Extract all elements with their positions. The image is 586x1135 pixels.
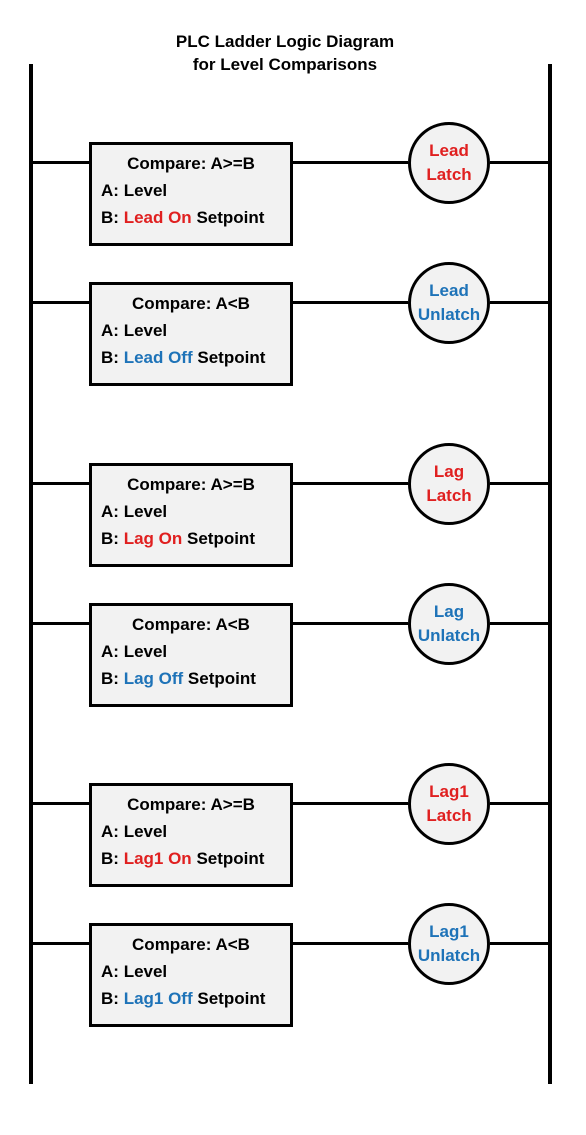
- operand-a-label: A:: [101, 181, 119, 200]
- operand-b-label: B:: [101, 669, 119, 688]
- operand-a: A: Level: [101, 502, 167, 522]
- operand-b-setpoint-name: Lag On: [123, 529, 183, 548]
- rung-wire-left: [33, 802, 89, 805]
- rung-wire-left: [33, 622, 89, 625]
- operand-b: B: Lead On Setpoint: [101, 208, 264, 228]
- coil-label-line-2: Latch: [426, 165, 472, 184]
- coil-label-line-1: Lag1: [429, 782, 469, 801]
- operand-b: B: Lead Off Setpoint: [101, 348, 265, 368]
- coil-label-line-1: Lag: [433, 462, 465, 481]
- compare-operation: Compare: A>=B: [127, 154, 255, 173]
- operand-b-setpoint-name: Lead Off: [123, 348, 193, 367]
- operand-b: B: Lag1 On Setpoint: [101, 849, 264, 869]
- operand-a-label: A:: [101, 321, 119, 340]
- operand-b-suffix: Setpoint: [196, 849, 265, 868]
- operand-b-label: B:: [101, 348, 119, 367]
- rung-wire-right: [490, 942, 548, 945]
- rung-wire-left: [33, 161, 89, 164]
- operand-a-value: Level: [123, 962, 168, 981]
- coil-label-line-2: Unlatch: [417, 946, 481, 965]
- operand-a-label: A:: [101, 822, 119, 841]
- operand-a-label: A:: [101, 642, 119, 661]
- rung-wire-middle: [293, 301, 408, 304]
- rung-wire-middle: [293, 482, 408, 485]
- diagram-title: PLC Ladder Logic Diagram for Level Compa…: [0, 30, 570, 76]
- coil-label-line-2: Unlatch: [417, 626, 481, 645]
- coil-label-line-2: Unlatch: [417, 305, 481, 324]
- operand-b-suffix: Setpoint: [197, 348, 266, 367]
- operand-a: A: Level: [101, 962, 167, 982]
- operand-b-label: B:: [101, 849, 119, 868]
- operand-b-suffix: Setpoint: [197, 989, 266, 1008]
- rung-wire-left: [33, 301, 89, 304]
- operand-b-setpoint-name: Lag1 Off: [123, 989, 193, 1008]
- coil-label-line-1: Lead: [429, 281, 469, 300]
- operand-a: A: Level: [101, 181, 167, 201]
- coil-label-line-1: Lag: [433, 602, 465, 621]
- rung-wire-middle: [293, 802, 408, 805]
- operand-b-label: B:: [101, 989, 119, 1008]
- left-power-rail: [29, 64, 33, 1084]
- coil-label-line-1: Lead: [429, 141, 469, 160]
- rung-wire-right: [490, 622, 548, 625]
- compare-operation: Compare: A>=B: [127, 795, 255, 814]
- operand-a: A: Level: [101, 642, 167, 662]
- operand-b-setpoint-name: Lead On: [123, 208, 192, 227]
- operand-a-value: Level: [123, 502, 168, 521]
- operand-b: B: Lag Off Setpoint: [101, 669, 256, 689]
- rung-wire-right: [490, 482, 548, 485]
- operand-b-suffix: Setpoint: [196, 208, 265, 227]
- operand-a: A: Level: [101, 822, 167, 842]
- operand-a-value: Level: [123, 642, 168, 661]
- operand-a-value: Level: [123, 321, 168, 340]
- operand-a-label: A:: [101, 502, 119, 521]
- title-line-1: PLC Ladder Logic Diagram: [175, 32, 395, 51]
- rung-wire-middle: [293, 622, 408, 625]
- coil-label-line-2: Latch: [426, 486, 472, 505]
- rung-wire-left: [33, 942, 89, 945]
- operand-a-label: A:: [101, 962, 119, 981]
- operand-b: B: Lag On Setpoint: [101, 529, 255, 549]
- operand-b-label: B:: [101, 529, 119, 548]
- operand-a: A: Level: [101, 321, 167, 341]
- operand-b: B: Lag1 Off Setpoint: [101, 989, 265, 1009]
- compare-operation: Compare: A<B: [132, 935, 250, 954]
- rung-wire-middle: [293, 161, 408, 164]
- coil-label-line-1: Lag1: [429, 922, 469, 941]
- title-line-2: for Level Comparisons: [192, 55, 378, 74]
- operand-b-label: B:: [101, 208, 119, 227]
- compare-operation: Compare: A>=B: [127, 475, 255, 494]
- operand-b-setpoint-name: Lag Off: [123, 669, 184, 688]
- compare-operation: Compare: A<B: [132, 294, 250, 313]
- compare-operation: Compare: A<B: [132, 615, 250, 634]
- rung-wire-left: [33, 482, 89, 485]
- rung-wire-middle: [293, 942, 408, 945]
- operand-b-setpoint-name: Lag1 On: [123, 849, 192, 868]
- operand-b-suffix: Setpoint: [187, 669, 256, 688]
- rung-wire-right: [490, 301, 548, 304]
- operand-a-value: Level: [123, 181, 168, 200]
- rung-wire-right: [490, 802, 548, 805]
- coil-label-line-2: Latch: [426, 806, 472, 825]
- right-power-rail: [548, 64, 552, 1084]
- operand-b-suffix: Setpoint: [186, 529, 255, 548]
- operand-a-value: Level: [123, 822, 168, 841]
- rung-wire-right: [490, 161, 548, 164]
